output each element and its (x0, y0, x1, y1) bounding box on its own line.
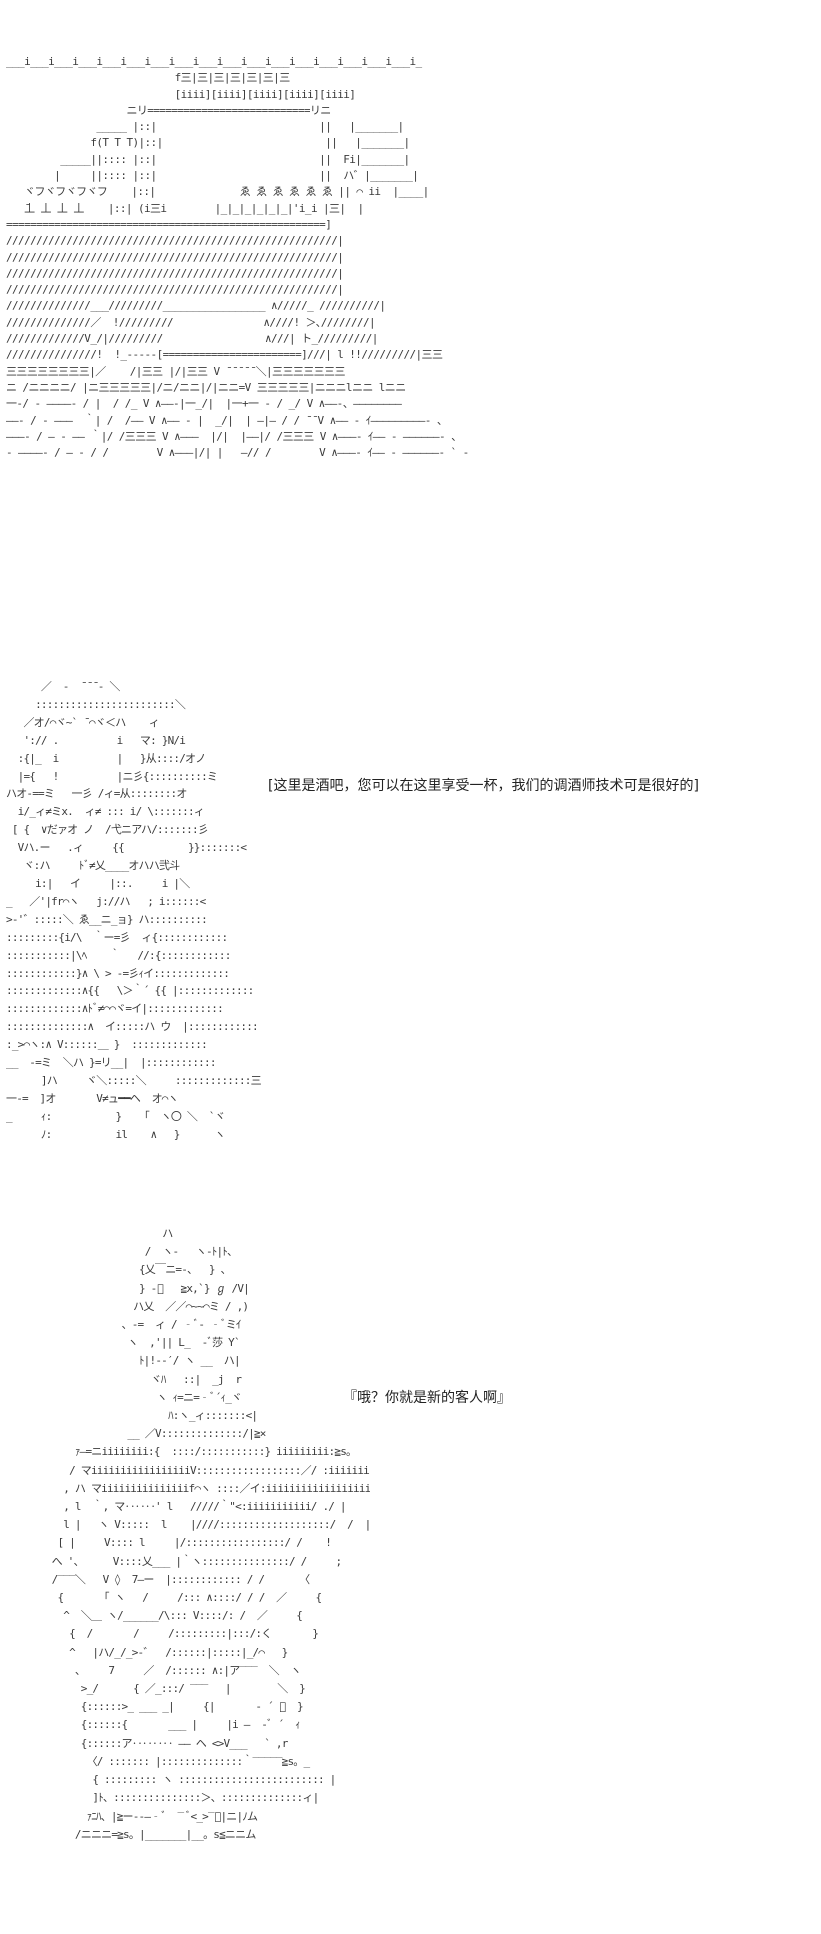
bar-scene-ascii-art: ___i___i___i___i___i___i___i___i___i___i… (6, 55, 469, 460)
bartender-ascii-art: ／ - ̄ ̄ ̄ - ＼ ::::::::::::::::::::::::＼ … (6, 680, 262, 1141)
guest-ascii-art: ハ / ヽ- ヽ-ﾄ|ﾄ、 {乂￣ニ=-、 } 、 } ‐ﾞ ≧x,`} ℊ /… (51, 1227, 370, 1841)
guest-dialogue: 『哦？你就是新的客人啊』 (343, 1390, 511, 1406)
bartender-dialogue: [这里是酒吧，您可以在这里享受一杯，我们的调酒师技术可是很好的] (268, 778, 699, 794)
